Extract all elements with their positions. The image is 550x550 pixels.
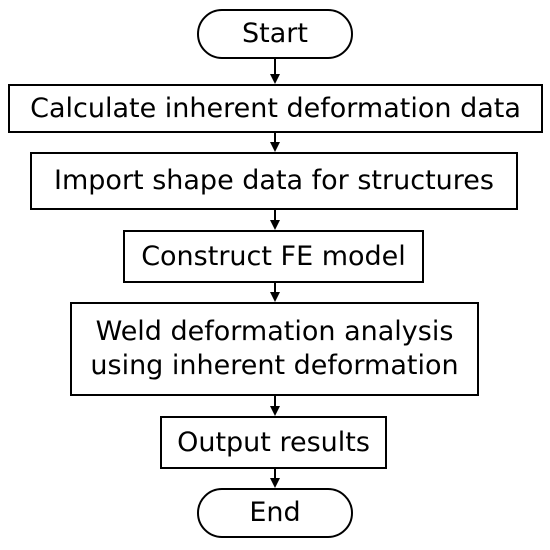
arrow-construct-to-analysis bbox=[270, 282, 280, 302]
start-terminal: Start bbox=[197, 9, 353, 59]
arrow-import-to-construct bbox=[270, 209, 280, 230]
output-step: Output results bbox=[160, 416, 387, 469]
calculate-step: Calculate inherent deformation data bbox=[8, 84, 543, 133]
analysis-line-1: Weld deformation analysis bbox=[95, 316, 454, 348]
import-step: Import shape data for structures bbox=[30, 152, 518, 210]
arrow-start-to-calculate bbox=[270, 58, 280, 84]
arrow-analysis-to-output bbox=[270, 395, 280, 416]
arrow-calculate-to-import bbox=[270, 132, 280, 152]
analysis-step: Weld deformation analysis using inherent… bbox=[70, 302, 479, 396]
analysis-line-2: using inherent deformation bbox=[90, 350, 459, 381]
construct-step: Construct FE model bbox=[123, 230, 424, 283]
arrow-output-to-end bbox=[270, 468, 280, 488]
end-terminal: End bbox=[197, 488, 353, 538]
